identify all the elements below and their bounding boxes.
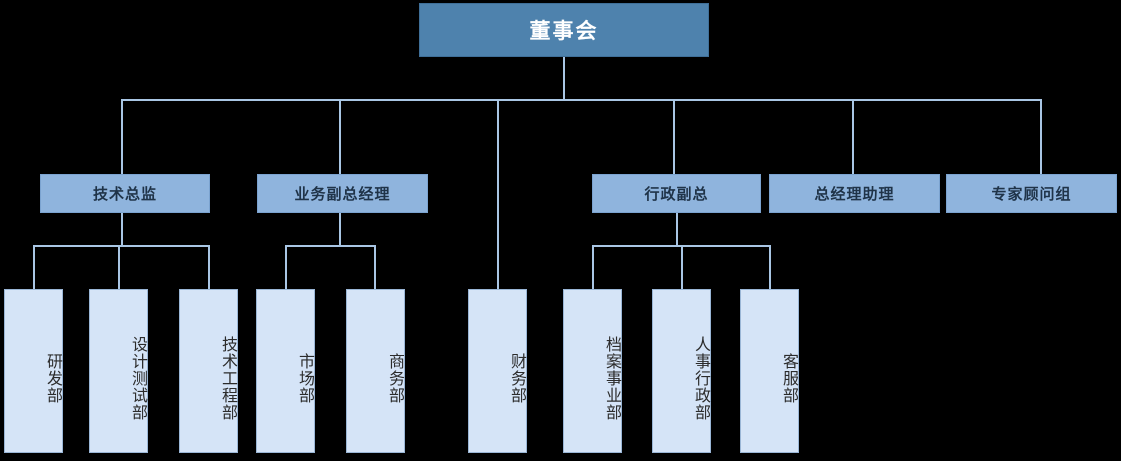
org-node-dept-design-test-dept[interactable]: 设计测试部 <box>89 289 148 453</box>
connector-admin-drop-hr <box>681 245 683 290</box>
org-node-root-board[interactable]: 董事会 <box>419 3 709 57</box>
connector-tech-drop-design <box>118 245 120 290</box>
org-node-dept-label: 财务部 <box>508 352 525 404</box>
connector-business-drop-market <box>285 245 287 290</box>
connector-drop-gm-assistant <box>852 99 854 175</box>
org-node-dept-market-dept[interactable]: 市场部 <box>256 289 315 453</box>
org-node-exec-admin-vp[interactable]: 行政副总 <box>592 174 761 213</box>
org-node-dept-label: 档案事业部 <box>603 335 620 421</box>
org-node-exec-label: 总经理助理 <box>814 186 895 203</box>
connector-drop-admin-vp <box>673 99 675 175</box>
org-node-dept-label: 客服部 <box>780 352 797 404</box>
org-node-dept-label: 商务部 <box>386 352 403 404</box>
org-node-exec-business-vp[interactable]: 业务副总经理 <box>257 174 428 213</box>
org-node-exec-expert-group[interactable]: 专家顾问组 <box>946 174 1117 213</box>
connector-tech-drop-rd <box>33 245 35 290</box>
connector-drop-business-vp <box>339 99 341 175</box>
org-node-exec-label: 行政副总 <box>644 186 709 203</box>
org-node-dept-customer-service-dept[interactable]: 客服部 <box>740 289 799 453</box>
org-node-dept-hr-admin-dept[interactable]: 人事行政部 <box>652 289 711 453</box>
connector-tech-bus <box>33 245 209 247</box>
org-node-dept-label: 市场部 <box>296 352 313 404</box>
org-node-exec-label: 技术总监 <box>92 186 157 203</box>
org-node-dept-rd-dept[interactable]: 研发部 <box>4 289 63 453</box>
connector-exec-bus <box>121 99 1041 101</box>
connector-drop-expert-group <box>1040 99 1042 175</box>
connector-drop-tech-director <box>121 99 123 175</box>
org-node-exec-label: 业务副总经理 <box>294 186 391 203</box>
org-node-dept-archive-dept[interactable]: 档案事业部 <box>563 289 622 453</box>
connector-business-bus <box>285 245 375 247</box>
org-node-root-label: 董事会 <box>529 20 599 43</box>
org-node-dept-label: 设计测试部 <box>129 335 146 421</box>
connector-business-drop-commerce <box>374 245 376 290</box>
org-node-dept-label: 人事行政部 <box>692 335 709 421</box>
org-node-exec-tech-director[interactable]: 技术总监 <box>40 174 210 213</box>
org-node-exec-label: 专家顾问组 <box>991 186 1072 203</box>
connector-drop-finance-dept <box>497 99 499 290</box>
connector-tech-stem <box>121 213 123 246</box>
org-node-dept-tech-eng-dept[interactable]: 技术工程部 <box>179 289 238 453</box>
org-node-dept-commerce-dept[interactable]: 商务部 <box>346 289 405 453</box>
connector-admin-stem <box>676 213 678 246</box>
connector-admin-drop-cs <box>769 245 771 290</box>
org-node-dept-label: 技术工程部 <box>219 335 236 421</box>
org-node-exec-gm-assistant[interactable]: 总经理助理 <box>769 174 940 213</box>
connector-admin-drop-archive <box>592 245 594 290</box>
connector-business-stem <box>339 213 341 246</box>
connector-root-stem <box>563 57 565 101</box>
org-node-dept-finance-dept[interactable]: 财务部 <box>468 289 527 453</box>
connector-tech-drop-eng <box>208 245 210 290</box>
org-node-dept-label: 研发部 <box>44 352 61 404</box>
